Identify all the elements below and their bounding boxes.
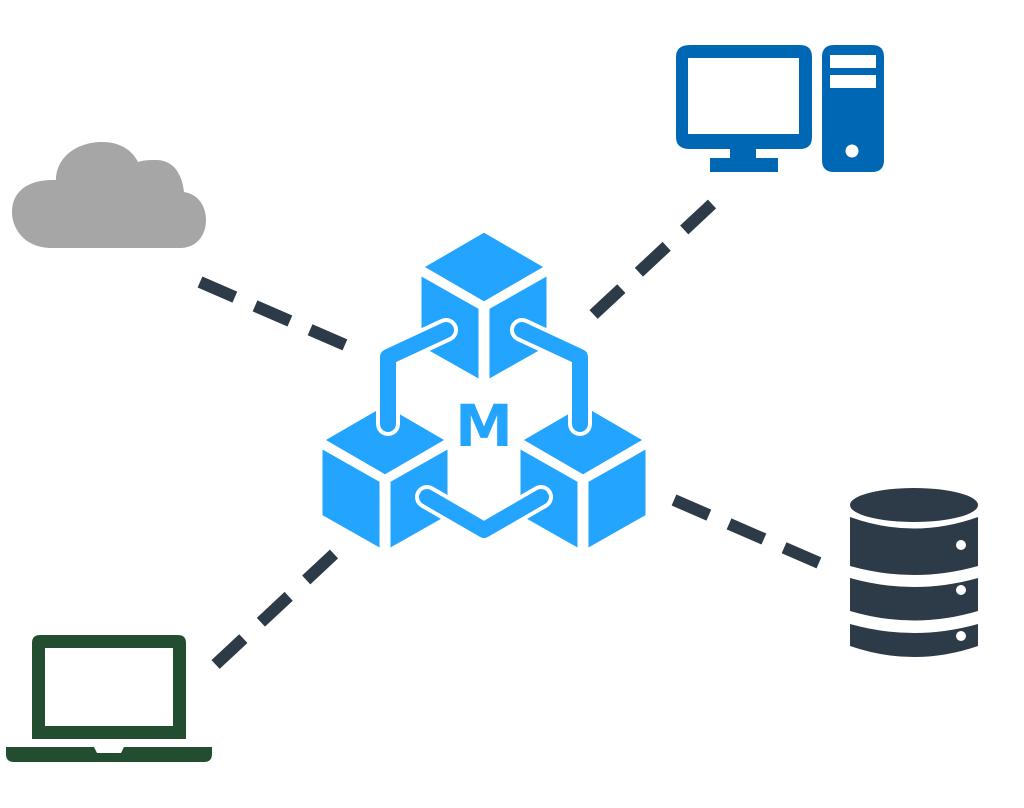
power-button <box>845 144 859 158</box>
cloud-icon <box>12 142 206 248</box>
desktop-computer-icon <box>676 45 884 172</box>
hub-label: M <box>455 392 513 460</box>
db-indicator-2 <box>956 585 966 595</box>
database-icon <box>850 488 978 657</box>
hub-links <box>376 318 592 542</box>
cube-top <box>418 229 550 383</box>
connector-database <box>671 494 829 572</box>
connector-laptop <box>209 549 339 671</box>
db-indicator-3 <box>956 631 966 641</box>
drive-bay-2 <box>830 75 876 88</box>
hub-icon: M <box>319 229 649 552</box>
connector-desktop <box>587 199 717 321</box>
connector-cloud <box>197 276 355 354</box>
db-indicator-1 <box>956 540 966 550</box>
laptop-icon <box>6 635 212 762</box>
cube-left <box>319 402 451 552</box>
connectors <box>197 199 829 671</box>
drive-bay-1 <box>830 55 876 68</box>
